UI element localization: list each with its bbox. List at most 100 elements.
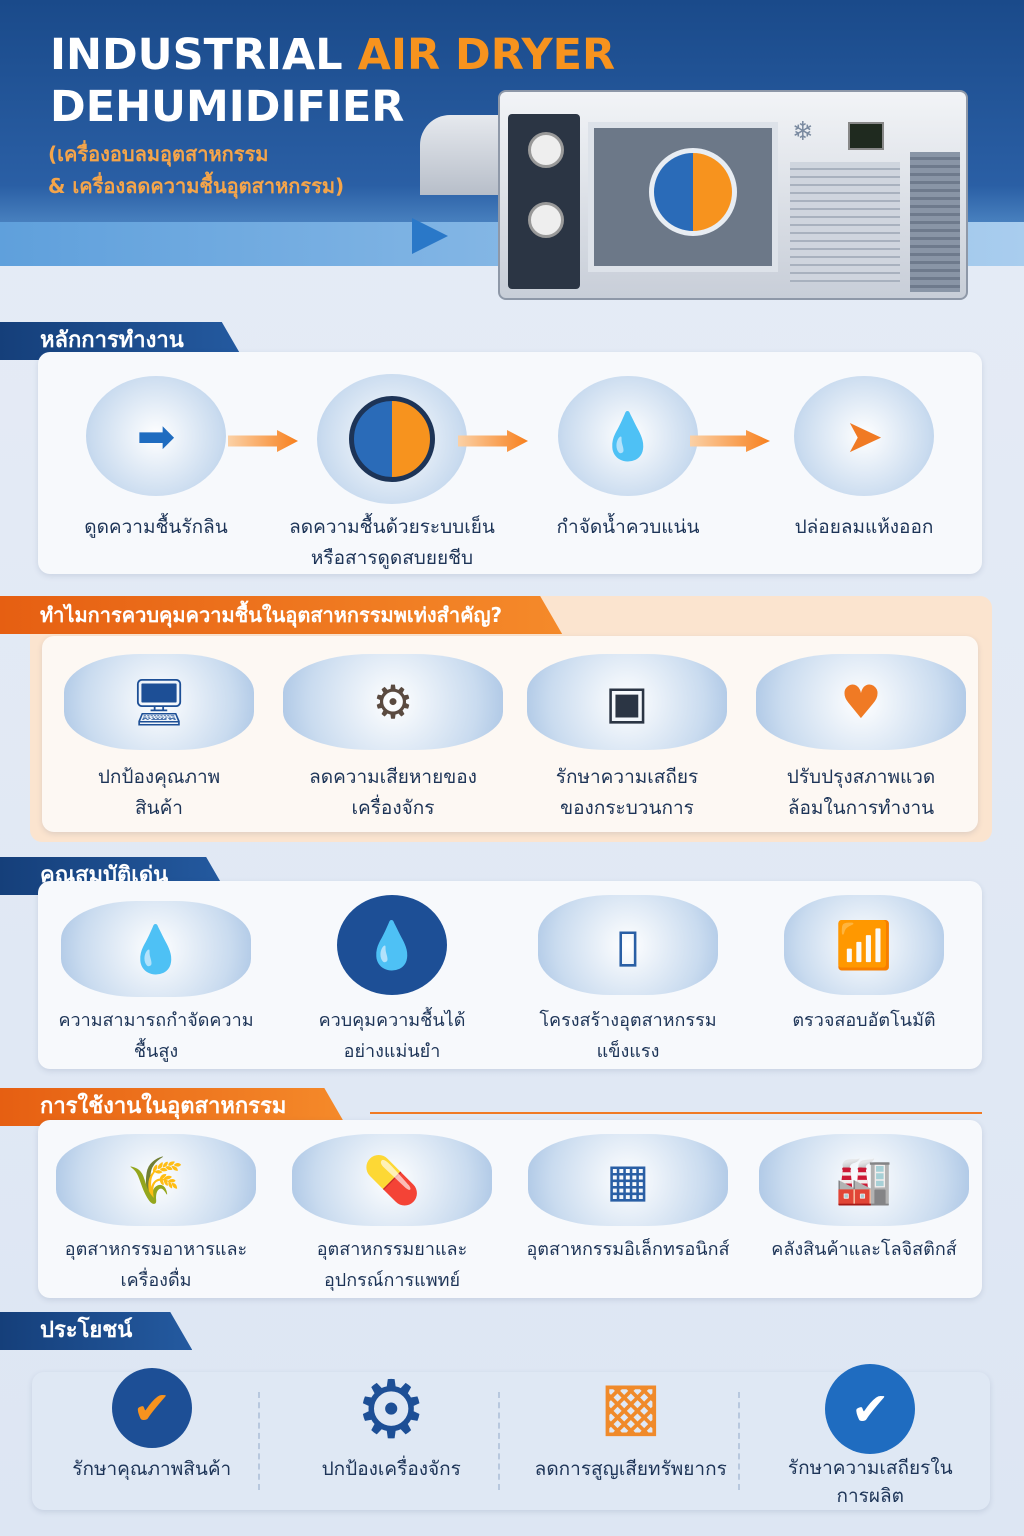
section-title-why: ทำไมการควบคุมความชื้นในอุตสาหกรรมพเท่งสำ… bbox=[0, 596, 562, 634]
water-drop-icon: 💧 bbox=[61, 901, 251, 997]
page-title-line2: DEHUMIDIFIER bbox=[50, 82, 405, 132]
water-drop-icon: 💧 bbox=[558, 376, 698, 496]
feature-label-line2: แข็งแรง bbox=[596, 1041, 660, 1062]
feature-item: 💧 ความสามารถกำจัดความชื้นสูง bbox=[38, 881, 274, 1069]
section-divider bbox=[370, 1112, 982, 1114]
benefits-card: ✔ รักษาคุณภาพสินค้า ⚙ปกป้องเครื่องจักร ▩ล… bbox=[32, 1363, 991, 1510]
benefit-label: ลดการสูญเสียทรัพยากร bbox=[534, 1458, 727, 1480]
snowflake-icon: ❄ bbox=[792, 117, 814, 147]
application-label: อุตสาหกรรมอาหารและเครื่องดื่ม bbox=[38, 1234, 274, 1296]
gear-rust-icon: ⚙ bbox=[283, 654, 503, 750]
title-orange: AIR DRYER bbox=[357, 30, 616, 80]
applications-card: 🌾 อุตสาหกรรมอาหารและเครื่องดื่ม 💊 อุตสาหกร… bbox=[38, 1120, 982, 1298]
step-air-intake: ➡ ดูดความชื้นรักลิน bbox=[38, 352, 274, 574]
gauge-icon bbox=[528, 132, 564, 168]
industrial-unit-icon: ▯ bbox=[538, 895, 718, 995]
fan-wheel-icon bbox=[649, 148, 737, 236]
check-circle-icon: ✔ bbox=[825, 1364, 916, 1454]
why-label: รักษาความเสถียรของกระบวนการ bbox=[510, 762, 744, 824]
benefit-item: ⚙ปกป้องเครื่องจักร bbox=[272, 1363, 512, 1510]
application-label-line2: เครื่องดื่ม bbox=[120, 1270, 192, 1291]
control-panel bbox=[508, 114, 580, 289]
food-beverage-icon: 🌾 bbox=[56, 1134, 256, 1226]
feature-item: 📶 ตรวจสอบอัตโนมัติ bbox=[746, 881, 982, 1069]
benefit-item: ▩ลดการสูญเสียทรัพยากร bbox=[511, 1367, 751, 1510]
benefit-label-line1: รักษาความเสถียรใน bbox=[787, 1457, 953, 1479]
remote-monitor-icon: 📶 bbox=[784, 895, 944, 995]
application-label-line1: อุตสาหกรรมอาหารและ bbox=[64, 1239, 248, 1260]
why-label-line1: ปกป้องคุณภาพ bbox=[97, 766, 221, 788]
product-quality-icon: 🖥 bbox=[64, 654, 254, 750]
why-label: ปรับปรุงสภาพแวดล้อมในการทำงาน bbox=[744, 762, 978, 824]
step-condensate: 💧กำจัดน้ำควบแน่น bbox=[510, 352, 746, 574]
title-white: INDUSTRIAL bbox=[50, 30, 343, 80]
why-card: 🖥 ปกป้องคุณภาพสินค้า ⚙ ลดความเสียหายของเคร… bbox=[42, 636, 978, 832]
pill-icon: 💊 bbox=[292, 1134, 492, 1226]
application-label-line1: อุตสาหกรรมยาและ bbox=[316, 1239, 468, 1260]
section-title-benefits: ประโยชน์ bbox=[0, 1312, 192, 1350]
features-card: 💧 ความสามารถกำจัดความชื้นสูง 💧 ควบคุมความช… bbox=[38, 881, 982, 1069]
benefit-item: ✔ รักษาคุณภาพสินค้า bbox=[32, 1368, 272, 1510]
application-item: 🌾 อุตสาหกรรมอาหารและเครื่องดื่ม bbox=[38, 1120, 274, 1298]
feature-item: ▯ โครงสร้างอุตสาหกรรมแข็งแรง bbox=[510, 881, 746, 1069]
why-label-line1: รักษาความเสถียร bbox=[555, 766, 699, 788]
section-title-applications: การใช้งานในอุตสาหกรรม bbox=[0, 1088, 346, 1126]
arrow-right-icon bbox=[690, 430, 770, 452]
step-dry-air-out: ➤ ปล่อยลมแห้งออก bbox=[746, 352, 982, 574]
step-label: ดูดความชื้นรักลิน bbox=[84, 516, 228, 538]
air-intake-icon: ➡ bbox=[86, 376, 226, 496]
feature-label: ความสามารถกำจัดความชื้นสูง bbox=[38, 1005, 274, 1067]
benefit-label: ปกป้องเครื่องจักร bbox=[321, 1458, 461, 1480]
why-label-line2: สินค้า bbox=[135, 797, 183, 819]
page-title: INDUSTRIAL AIR DRYER bbox=[50, 30, 615, 80]
why-label-line2: เครื่องจักร bbox=[351, 797, 435, 819]
step-label-line2: หรือสารดูดสบยยชีบ bbox=[310, 547, 474, 569]
application-label: อุตสาหกรรมยาและอุปกรณ์การแพทย์ bbox=[274, 1234, 510, 1296]
feature-label: ตรวจสอบอัตโนมัติ bbox=[746, 1005, 982, 1036]
benefit-item: ✔รักษาความเสถียรในการผลิต bbox=[751, 1364, 991, 1510]
benefit-label-line2: การผลิต bbox=[836, 1485, 905, 1507]
warehouse-icon: 🏭 bbox=[759, 1134, 969, 1226]
application-item: 💊 อุตสาหกรรมยาและอุปกรณ์การแพทย์ bbox=[274, 1120, 510, 1298]
duct-pipe-illustration bbox=[420, 115, 500, 195]
working-principle-card: ➡ ดูดความชื้นรักลิน ลดความชื้นด้วยระบบเย็… bbox=[38, 352, 982, 574]
electronics-icon: ▦ bbox=[528, 1134, 728, 1226]
why-label: ปกป้องคุณภาพสินค้า bbox=[42, 762, 276, 824]
heart-air-icon: ♥ bbox=[756, 654, 966, 750]
gear-icon: ⚙ bbox=[355, 1362, 428, 1456]
display-screen bbox=[848, 122, 884, 150]
application-label: อุตสาหกรรมอิเล็กทรอนิกส์ bbox=[526, 1239, 730, 1260]
feature-item: 💧ควบคุมความชื้นได้อย่างแม่นยำ bbox=[274, 881, 510, 1069]
vent-grille bbox=[790, 162, 900, 282]
side-grille bbox=[910, 152, 960, 292]
step-label: ปล่อยลมแห้งออก bbox=[794, 516, 934, 538]
feature-label-line1: ควบคุมความชื้นได้ bbox=[318, 1010, 466, 1031]
benefit-label: รักษาคุณภาพสินค้า bbox=[72, 1458, 232, 1480]
why-item: ⚙ ลดความเสียหายของเครื่องจักร bbox=[276, 636, 510, 832]
divider bbox=[498, 1392, 500, 1490]
subtitle-line1: (เครื่องอบลมอุตสาหกรรม bbox=[48, 142, 269, 166]
feature-label-line2: อย่างแม่นยำ bbox=[343, 1041, 441, 1062]
divider bbox=[738, 1392, 740, 1490]
feature-label: ควบคุมความชื้นได้อย่างแม่นยำ bbox=[274, 1005, 510, 1067]
step-label-line1: ลดความชื้นด้วยระบบเย็น bbox=[289, 516, 495, 538]
chip-process-icon: ▣ bbox=[527, 654, 727, 750]
why-label: ลดความเสียหายของเครื่องจักร bbox=[276, 762, 510, 824]
benefit-label: รักษาความเสถียรในการผลิต bbox=[751, 1454, 991, 1510]
arrow-right-icon bbox=[228, 430, 298, 452]
step-label: ลดความชื้นด้วยระบบเย็นหรือสารดูดสบยยชีบ bbox=[274, 512, 510, 574]
why-label-line1: ลดความเสียหายของ bbox=[309, 766, 477, 788]
feature-label: โครงสร้างอุตสาหกรรมแข็งแรง bbox=[510, 1005, 746, 1067]
feature-label-line1: โครงสร้างอุตสาหกรรม bbox=[539, 1010, 717, 1031]
quality-badge-icon: ✔ bbox=[111, 1368, 192, 1448]
feature-label-line1: ความสามารถกำจัดความ bbox=[58, 1010, 254, 1031]
subtitle-line2: & เครื่องลดความชื้นอุตสาหกรรม) bbox=[48, 174, 345, 198]
why-label-line2: ล้อมในการทำงาน bbox=[787, 797, 935, 819]
application-label-line2: อุปกรณ์การแพทย์ bbox=[323, 1270, 461, 1291]
air-arrow-icon bbox=[412, 218, 448, 254]
why-label-line2: ของกระบวนการ bbox=[560, 797, 694, 819]
why-item: ▣ รักษาความเสถียรของกระบวนการ bbox=[510, 636, 744, 832]
dry-air-out-icon: ➤ bbox=[794, 376, 934, 496]
gauge-icon bbox=[528, 202, 564, 238]
fan-wheel-icon bbox=[317, 374, 467, 504]
